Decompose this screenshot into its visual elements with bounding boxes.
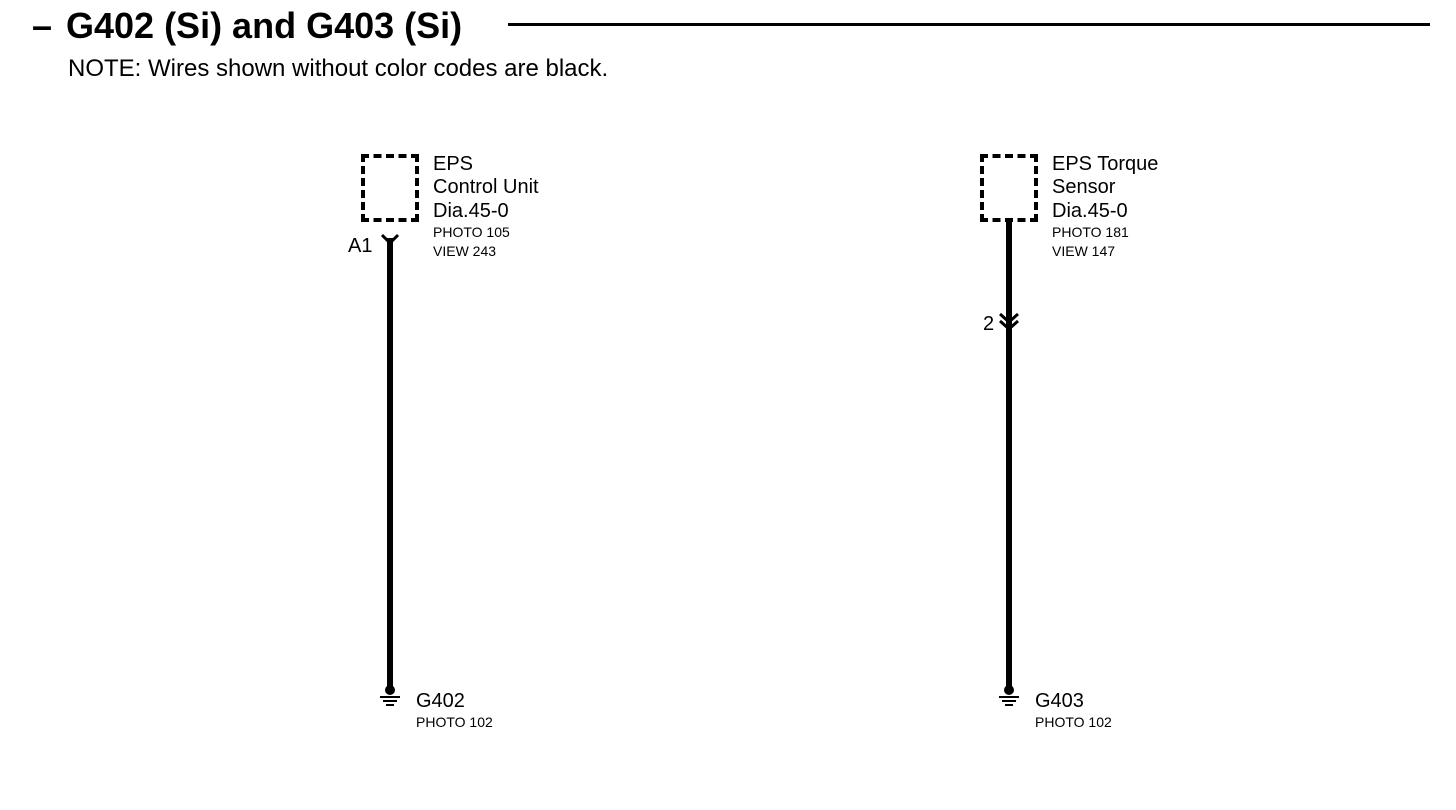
ground-g403-icon — [999, 685, 1019, 706]
ground-g402-icon — [380, 685, 400, 706]
eps-control-unit-name-line1: EPS — [433, 153, 474, 175]
page-title: G402 (Si) and G403 (Si) — [66, 5, 463, 46]
title-rule — [508, 23, 1430, 26]
ground-g403-label: G403 — [1035, 690, 1084, 712]
wire-color-note: NOTE: Wires shown without color codes ar… — [68, 55, 609, 82]
eps-torque-sensor-photo-ref[interactable]: PHOTO 181 — [1052, 224, 1129, 240]
eps-control-unit-box[interactable] — [361, 154, 419, 222]
eps-control-unit-diagram-ref[interactable]: Dia.45-0 — [433, 200, 509, 222]
connector-a1-icon — [380, 233, 400, 246]
connector-2-icon — [999, 312, 1019, 332]
eps-control-unit-name-line2: Control Unit — [433, 176, 539, 198]
eps-torque-sensor-box[interactable] — [980, 154, 1038, 222]
eps-torque-sensor-name-line2: Sensor — [1052, 176, 1116, 198]
pin-label-a1: A1 — [348, 235, 373, 257]
eps-torque-sensor-view-ref[interactable]: VIEW 147 — [1052, 243, 1116, 259]
eps-torque-sensor-name-line1: EPS Torque — [1052, 153, 1159, 175]
eps-control-unit-view-ref[interactable]: VIEW 243 — [433, 243, 497, 259]
eps-control-unit-photo-ref[interactable]: PHOTO 105 — [433, 224, 510, 240]
ground-g402-label: G402 — [416, 690, 465, 712]
eps-torque-sensor-diagram-ref[interactable]: Dia.45-0 — [1052, 200, 1128, 222]
ground-g403-photo-ref[interactable]: PHOTO 102 — [1035, 714, 1112, 730]
ground-g402-photo-ref[interactable]: PHOTO 102 — [416, 714, 493, 730]
pin-label-2: 2 — [983, 313, 995, 335]
title-dash: – — [32, 5, 53, 46]
